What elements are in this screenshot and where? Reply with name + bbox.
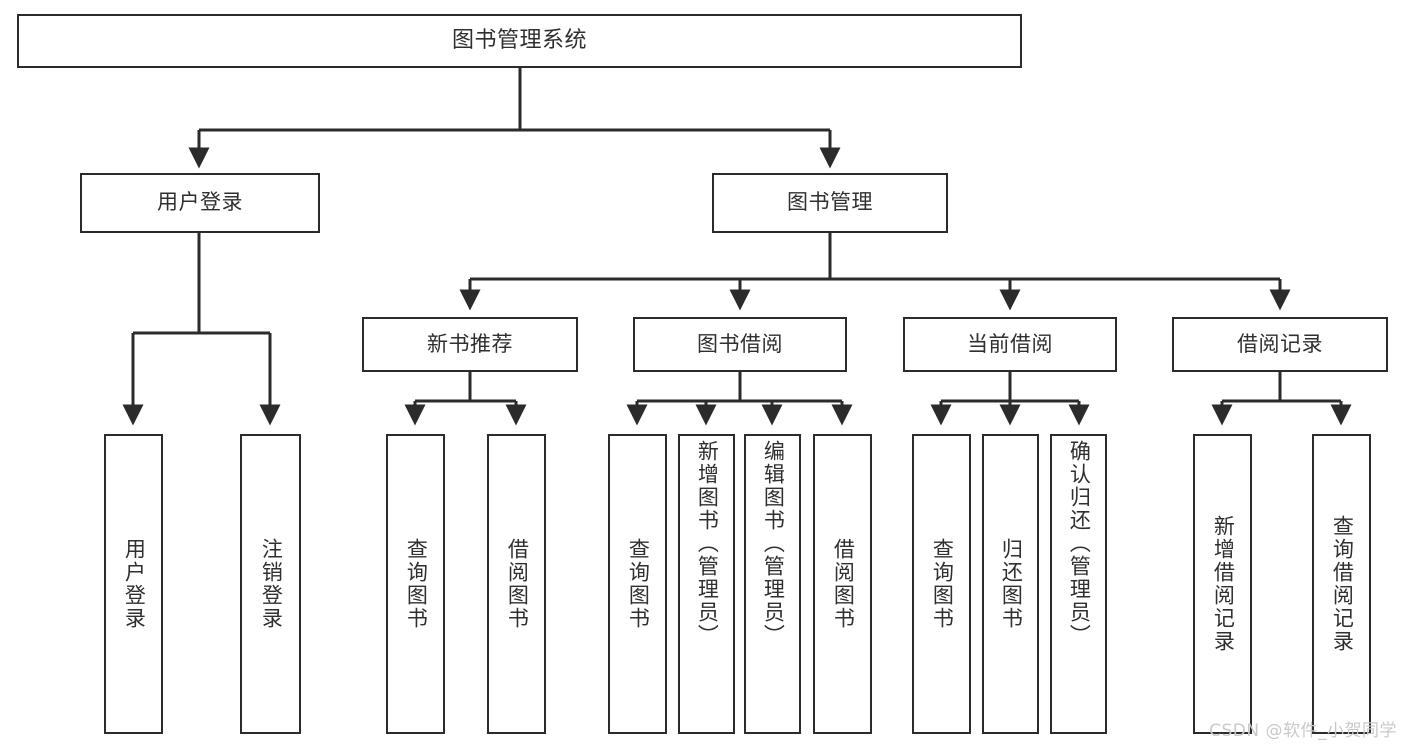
node-label: 当前借阅 (967, 331, 1053, 356)
leaf-text-wrap: 新增借阅记录 (1195, 436, 1250, 732)
leaf-text-wrap: 查询借阅记录 (1314, 436, 1369, 732)
leaf-add-book-admin[interactable]: 新增图书（管理员） (678, 434, 735, 734)
leaf-text-wrap: 归还图书 (984, 436, 1037, 732)
node-label: 新书推荐 (427, 331, 513, 356)
node-new-book-recommendation[interactable]: 新书推荐 (362, 317, 578, 372)
leaf-text-wrap: 查询图书 (388, 436, 443, 732)
node-label: 查询借阅记录 (1330, 515, 1355, 653)
node-label: 查询图书 (930, 538, 955, 630)
leaf-text-wrap: 注销登录 (242, 436, 299, 732)
leaf-edit-book-admin[interactable]: 编辑图书（管理员） (744, 434, 801, 734)
node-label: 确认归还（管理员） (1067, 440, 1092, 647)
leaf-confirm-return-admin[interactable]: 确认归还（管理员） (1050, 434, 1107, 734)
leaf-query-book-recommendation[interactable]: 查询图书 (386, 434, 445, 734)
leaf-return-book[interactable]: 归还图书 (982, 434, 1039, 734)
node-label: 图书借阅 (697, 331, 783, 356)
leaf-text-wrap: 新增图书（管理员） (680, 436, 733, 736)
node-borrow-record[interactable]: 借阅记录 (1172, 317, 1388, 372)
node-book-manage[interactable]: 图书管理 (712, 173, 948, 233)
node-label: 查询图书 (626, 538, 651, 630)
leaf-text-wrap: 编辑图书（管理员） (746, 436, 799, 736)
leaf-user-login[interactable]: 用户登录 (104, 434, 163, 734)
node-label: 用户登录 (122, 538, 147, 630)
node-label: 借阅图书 (505, 538, 530, 630)
leaf-text-wrap: 用户登录 (106, 436, 161, 732)
node-label: 注销登录 (259, 538, 284, 630)
leaf-borrow-book-borrow[interactable]: 借阅图书 (813, 434, 872, 734)
node-user-login[interactable]: 用户登录 (80, 173, 320, 233)
node-label: 图书管理 (787, 190, 873, 215)
leaf-query-borrow-record[interactable]: 查询借阅记录 (1312, 434, 1371, 734)
leaf-query-book-borrow[interactable]: 查询图书 (608, 434, 667, 734)
leaf-text-wrap: 确认归还（管理员） (1052, 436, 1105, 736)
node-label: 编辑图书（管理员） (761, 440, 786, 647)
node-label: 图书管理系统 (451, 27, 587, 53)
node-root-system[interactable]: 图书管理系统 (17, 14, 1022, 68)
node-book-borrow[interactable]: 图书借阅 (633, 317, 847, 372)
leaf-text-wrap: 查询图书 (610, 436, 665, 732)
node-current-borrow[interactable]: 当前借阅 (903, 317, 1117, 372)
leaf-text-wrap: 借阅图书 (489, 436, 544, 732)
leaf-text-wrap: 借阅图书 (815, 436, 870, 732)
leaf-text-wrap: 查询图书 (914, 436, 969, 732)
node-label: 新增借阅记录 (1211, 515, 1236, 653)
leaf-add-borrow-record[interactable]: 新增借阅记录 (1193, 434, 1252, 734)
node-label: 新增图书（管理员） (695, 440, 720, 647)
leaf-logout-login[interactable]: 注销登录 (240, 434, 301, 734)
node-label: 用户登录 (157, 190, 243, 215)
leaf-query-book-current[interactable]: 查询图书 (912, 434, 971, 734)
node-label: 借阅图书 (831, 538, 856, 630)
node-label: 查询图书 (404, 538, 429, 630)
node-label: 借阅记录 (1237, 331, 1323, 356)
leaf-borrow-book-recommendation[interactable]: 借阅图书 (487, 434, 546, 734)
node-label: 归还图书 (999, 538, 1024, 630)
